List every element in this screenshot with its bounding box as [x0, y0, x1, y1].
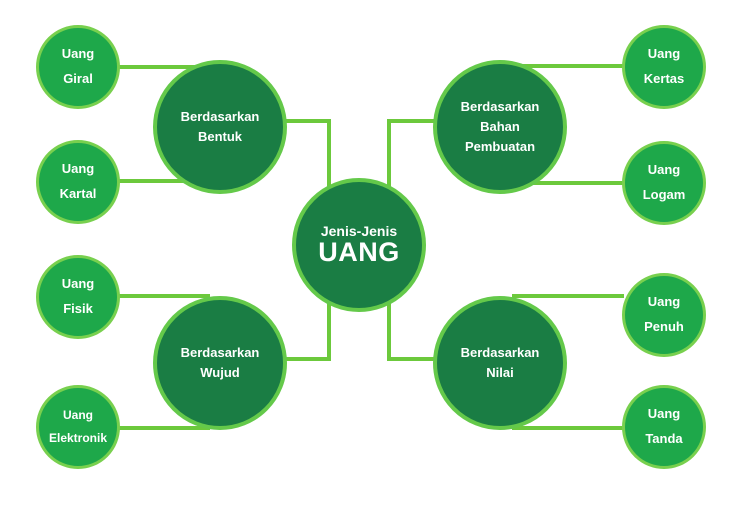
connector-center-wujud [283, 301, 331, 361]
connector-center-bahan [387, 119, 440, 190]
center-title-line1: Jenis-Jenis [320, 222, 398, 239]
connector-center-nilai [387, 301, 440, 361]
connector-center-bentuk [283, 119, 331, 190]
center-node-jenis-jenis-uang: Jenis-Jenis UANG [292, 178, 426, 312]
center-title-line2: UANG [318, 237, 400, 268]
